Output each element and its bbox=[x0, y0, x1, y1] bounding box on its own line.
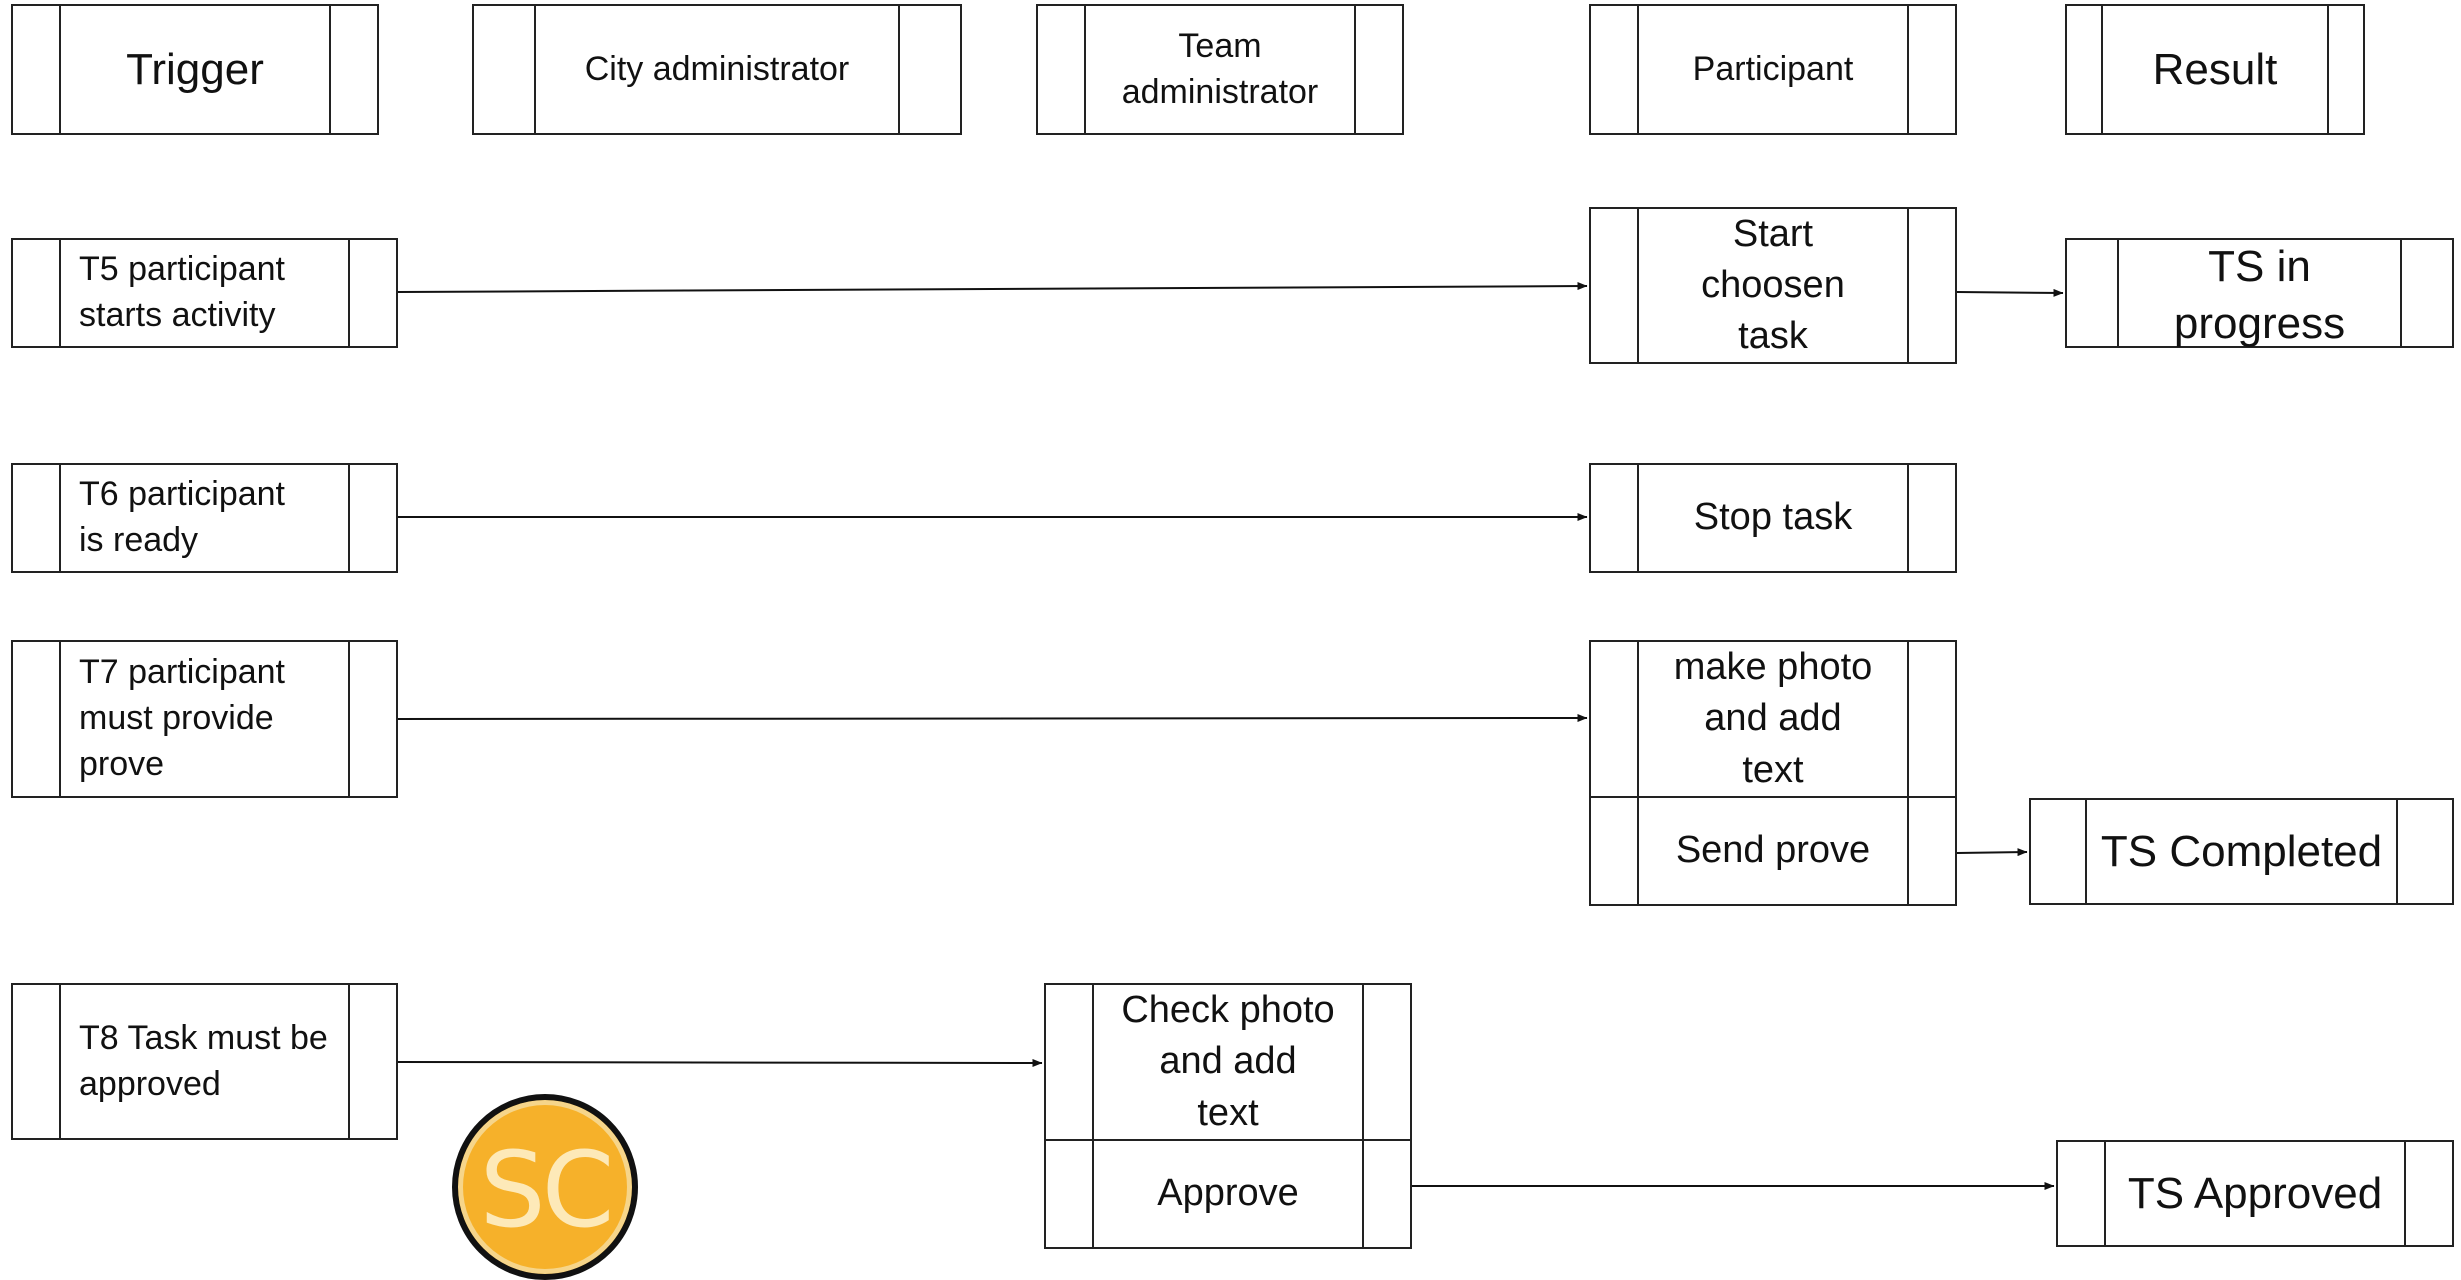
step-check-photo-label: Check photo and add text bbox=[1121, 989, 1335, 1134]
header-team-administrator: Team administrator bbox=[1036, 4, 1404, 135]
step-check-photo: Check photo and add text bbox=[1044, 983, 1412, 1141]
step-start-task: Start choosen task bbox=[1589, 207, 1957, 364]
arrow-start-task-to-in-progress bbox=[1956, 288, 2064, 297]
header-trigger-label: Trigger bbox=[126, 44, 264, 94]
trigger-t5: T5 participant starts activity bbox=[11, 238, 398, 348]
trigger-t8-label: T8 Task must be approved bbox=[79, 1018, 328, 1103]
header-city-administrator-label: City administrator bbox=[584, 50, 850, 89]
header-participant: Participant bbox=[1589, 4, 1957, 135]
trigger-t6-label: T6 participant is ready bbox=[79, 475, 285, 559]
step-make-photo: make photo and add text bbox=[1589, 640, 1957, 798]
result-ts-approved-label: TS Approved bbox=[2127, 1168, 2383, 1218]
header-team-administrator-label: Team administrator bbox=[1121, 26, 1319, 111]
result-ts-approved: TS Approved bbox=[2056, 1140, 2454, 1247]
trigger-t7: T7 participant must provide prove bbox=[11, 640, 398, 798]
step-approve-label: Approve bbox=[1157, 1172, 1299, 1215]
arrow-t5-to-start-task bbox=[397, 282, 1588, 293]
trigger-t6: T6 participant is ready bbox=[11, 463, 398, 573]
result-ts-in-progress: TS in progress bbox=[2065, 238, 2454, 348]
step-approve: Approve bbox=[1044, 1139, 1412, 1249]
header-participant-label: Participant bbox=[1692, 50, 1854, 89]
sc-badge: SC bbox=[452, 1094, 638, 1280]
header-city-administrator: City administrator bbox=[472, 4, 962, 135]
step-stop-task: Stop task bbox=[1589, 463, 1957, 573]
result-ts-completed: TS Completed bbox=[2029, 798, 2454, 905]
arrow-t7-to-make-photo bbox=[397, 714, 1588, 723]
header-result-label: Result bbox=[2152, 44, 2278, 94]
arrow-send-prove-to-completed bbox=[1956, 848, 2028, 857]
trigger-t5-label: T5 participant starts activity bbox=[79, 250, 285, 334]
arrow-t8-to-check-photo bbox=[397, 1058, 1043, 1067]
header-trigger: Trigger bbox=[11, 4, 379, 135]
step-make-photo-label: make photo and add text bbox=[1673, 646, 1873, 791]
step-send-prove: Send prove bbox=[1589, 796, 1957, 906]
sc-badge-text: SC bbox=[479, 1129, 615, 1251]
result-ts-in-progress-label: TS in progress bbox=[2173, 241, 2346, 348]
trigger-t8: T8 Task must be approved bbox=[11, 983, 398, 1140]
result-ts-completed-label: TS Completed bbox=[2100, 826, 2383, 876]
step-stop-task-label: Stop task bbox=[1693, 496, 1853, 539]
trigger-t7-label: T7 participant must provide prove bbox=[79, 653, 285, 783]
step-send-prove-label: Send prove bbox=[1675, 829, 1871, 872]
step-start-task-label: Start choosen task bbox=[1701, 212, 1845, 358]
header-result: Result bbox=[2065, 4, 2365, 135]
